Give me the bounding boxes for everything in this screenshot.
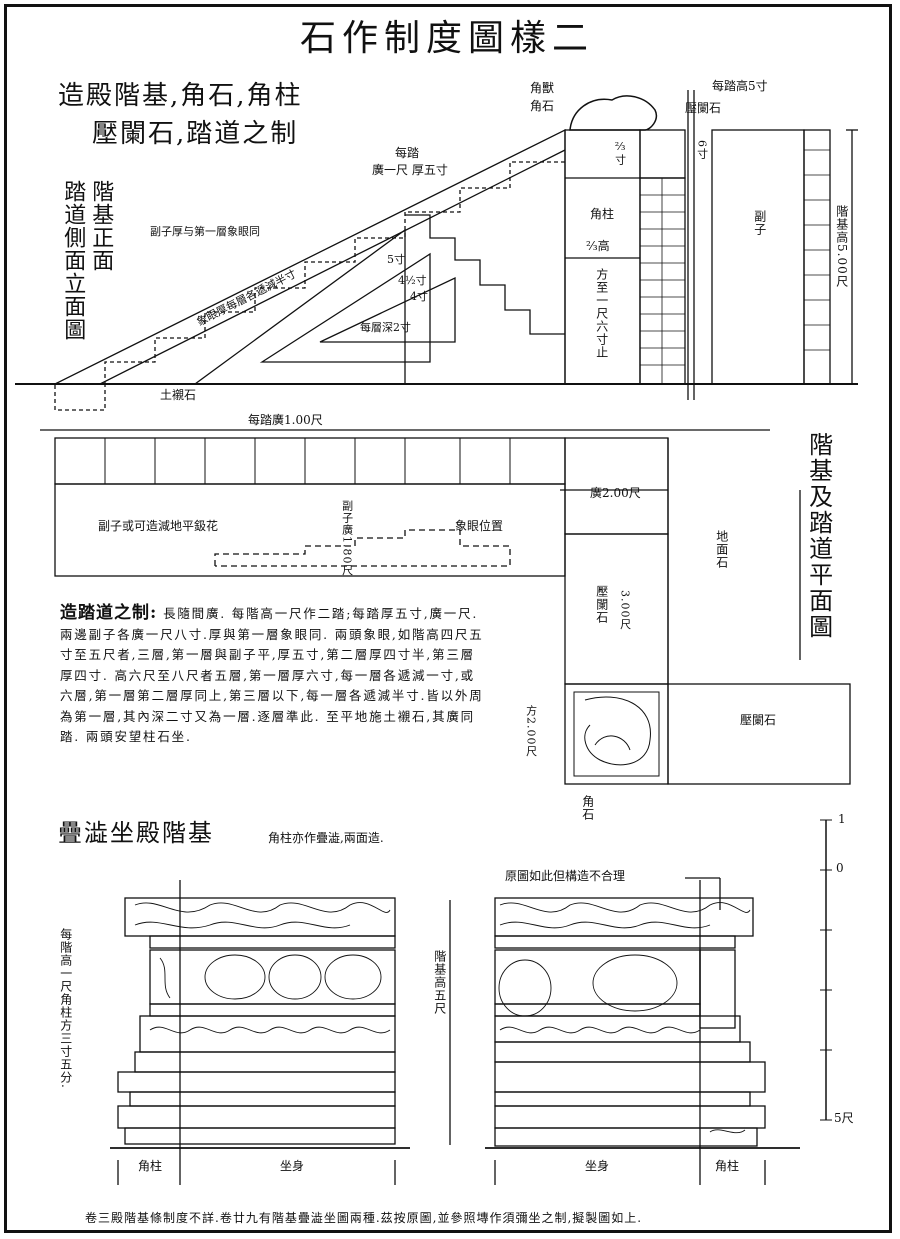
label-fuzi-hou: 副子厚与第一層象眼同 [150,225,260,238]
footer-note: 卷三殿階基條制度不詳.卷廿九有階基疊澁坐圖兩種.茲按原圖,並參照塼作須彌坐之制,… [85,1211,643,1225]
label-tuchenshi: 土襯石 [160,388,197,402]
stack-title: 疊澁坐殿階基 [58,819,214,847]
scale-zero: 0 [836,861,844,875]
label-two-thirds: ⅔高 [586,239,610,253]
label-guang-two: 廣2.00尺 [590,486,641,500]
label-fuzi-diaozhu: 副子或可造減地平鈒花 [98,519,219,533]
label-yalanshi-v: 壓闌石 [594,585,609,624]
label-jiaoshi-bottom: 角石 [580,795,595,821]
label-zuoshen-l: 坐身 [280,1159,305,1173]
label-liucun: 6寸 [695,140,709,160]
label-sicun: 4寸 [410,290,428,303]
label-fuzi-guang: 副子廣1.80尺 [340,500,354,577]
label-two-thirds-small: ⅔寸 [613,140,627,166]
stack-note: 角柱亦作疊澁,兩面造. [268,831,384,845]
label-dimianshi: 地面石 [714,530,729,569]
scale-five: 5尺 [834,1111,854,1125]
heading-line1: 造殿階基,角石,角柱 [58,81,303,111]
label-fang-two: 方2.00尺 [524,705,538,758]
label-yalanshi-h: 壓闌石 [740,713,777,727]
label-meita: 每踏 [395,146,420,160]
label-meita-gao: 每踏高5寸 [712,79,768,93]
label-yuantu: 原圖如此但構造不合理 [505,869,626,883]
body-paragraph: 造踏道之制: 長隨間廣. 每階高一尺作二踏;每踏厚五寸,廣一尺. 兩邊副子各廣一… [60,603,485,748]
side-title-a: 階基正面 [88,180,114,272]
label-left-v: 每階高一尺角柱方三寸五分. [58,928,73,1089]
label-three-chi: 3.00尺 [618,590,632,631]
label-jieji-wu: 階基高五尺 [432,950,447,1015]
page-title: 石作制度圖樣二 [300,18,595,59]
plan-title: 階基及踏道平面圖 [804,432,833,640]
body-lead: 造踏道之制: [60,603,158,623]
label-zuoshen-r: 坐身 [585,1159,610,1173]
label-jiaozhu-l: 角柱 [138,1159,163,1173]
label-wucun: 5寸 [387,253,405,266]
scale-one: 1 [838,812,846,826]
label-guang-hou: 廣一尺 厚五寸 [372,163,448,177]
label-meita-guang: 每踏廣1.00尺 [248,413,323,427]
side-title-b: 踏道側面立面圖 [60,180,86,341]
label-jiaozhu: 角柱 [590,207,615,221]
label-jiaoshou: 角獸 [530,81,555,95]
label-fangzhi: 方至一尺六寸止 [594,268,609,359]
body-text: 長隨間廣. 每階高一尺作二踏;每踏厚五寸,廣一尺. 兩邊副子各廣一尺八寸.厚與第… [60,606,484,744]
label-xiangyan-weizhi: 象眼位置 [455,519,504,533]
heading-line2: 壓闌石,踏道之制 [92,119,299,149]
label-jieji-gao: 階基高5.00尺 [834,205,849,288]
label-sidian-wucun: 4½寸 [398,274,427,287]
page-frame [4,4,892,1233]
label-meiceng-shen: 每層深2寸 [360,321,411,334]
label-jiaozhu-r: 角柱 [715,1159,740,1173]
label-yalanshi: 壓闌石 [685,101,722,115]
label-jiaoshi: 角石 [530,99,555,113]
label-fuzi: 副子 [752,210,767,236]
